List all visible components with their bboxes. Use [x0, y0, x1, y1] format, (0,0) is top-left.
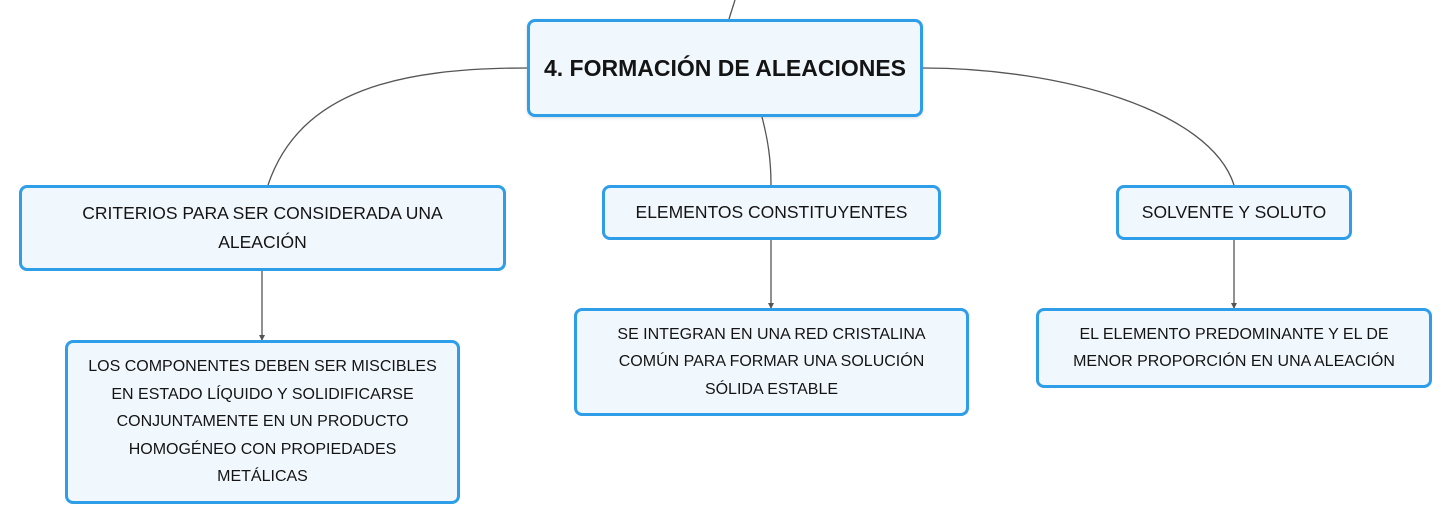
- detail-text: EL ELEMENTO PREDOMINANTE Y EL DE MENOR P…: [1073, 321, 1395, 376]
- topic-label-line: CRITERIOS PARA SER CONSIDERADA UNA: [82, 203, 443, 223]
- topic-node-solvente[interactable]: SOLVENTE Y SOLUTO: [1116, 185, 1352, 240]
- detail-line: CONJUNTAMENTE EN UN PRODUCTO: [116, 413, 409, 431]
- connector-parent-in: [728, 0, 736, 20]
- topic-label: SOLVENTE Y SOLUTO: [1142, 198, 1326, 227]
- topic-label-line: ELEMENTOS CONSTITUYENTES: [635, 202, 908, 222]
- root-topic-label: 4. FORMACIÓN DE ALEACIONES: [543, 54, 907, 81]
- connector-root-to-criterios: [267, 67, 528, 186]
- detail-line: MENOR PROPORCIÓN EN UNA ALEACIÓN: [1073, 353, 1395, 370]
- topic-node-elementos[interactable]: ELEMENTOS CONSTITUYENTES: [602, 185, 941, 240]
- detail-node-criterios[interactable]: LOS COMPONENTES DEBEN SER MISCIBLES EN E…: [65, 340, 460, 504]
- detail-line: HOMOGÉNEO CON PROPIEDADES: [128, 440, 397, 458]
- detail-line: COMÚN PARA FORMAR UNA SOLUCIÓN: [618, 353, 925, 371]
- detail-line: LOS COMPONENTES DEBEN SER MISCIBLES: [88, 358, 437, 376]
- topic-label-line: ALEACIÓN: [218, 232, 307, 252]
- detail-line: EN ESTADO LÍQUIDO Y SOLIDIFICARSE: [111, 385, 414, 403]
- detail-node-solvente[interactable]: EL ELEMENTO PREDOMINANTE Y EL DE MENOR P…: [1036, 308, 1432, 388]
- topic-label-line: SOLVENTE Y SOLUTO: [1141, 202, 1327, 222]
- detail-node-elementos[interactable]: SE INTEGRAN EN UNA RED CRISTALINA COMÚN …: [574, 308, 969, 416]
- topic-node-criterios[interactable]: CRITERIOS PARA SER CONSIDERADA UNA ALEAC…: [19, 185, 506, 271]
- connector-root-to-elementos: [761, 116, 772, 186]
- detail-line: METÁLICAS: [217, 468, 308, 486]
- detail-text: SE INTEGRAN EN UNA RED CRISTALINA COMÚN …: [617, 321, 925, 404]
- detail-line: EL ELEMENTO PREDOMINANTE Y EL DE: [1079, 325, 1389, 343]
- detail-line: SE INTEGRAN EN UNA RED CRISTALINA: [617, 325, 926, 343]
- topic-label: CRITERIOS PARA SER CONSIDERADA UNA ALEAC…: [82, 199, 442, 257]
- root-topic-node[interactable]: 4. FORMACIÓN DE ALEACIONES: [527, 19, 923, 117]
- detail-text: LOS COMPONENTES DEBEN SER MISCIBLES EN E…: [88, 353, 437, 491]
- topic-label: ELEMENTOS CONSTITUYENTES: [636, 198, 908, 227]
- detail-line: SÓLIDA ESTABLE: [704, 380, 839, 398]
- connector-root-to-solvente: [922, 67, 1235, 186]
